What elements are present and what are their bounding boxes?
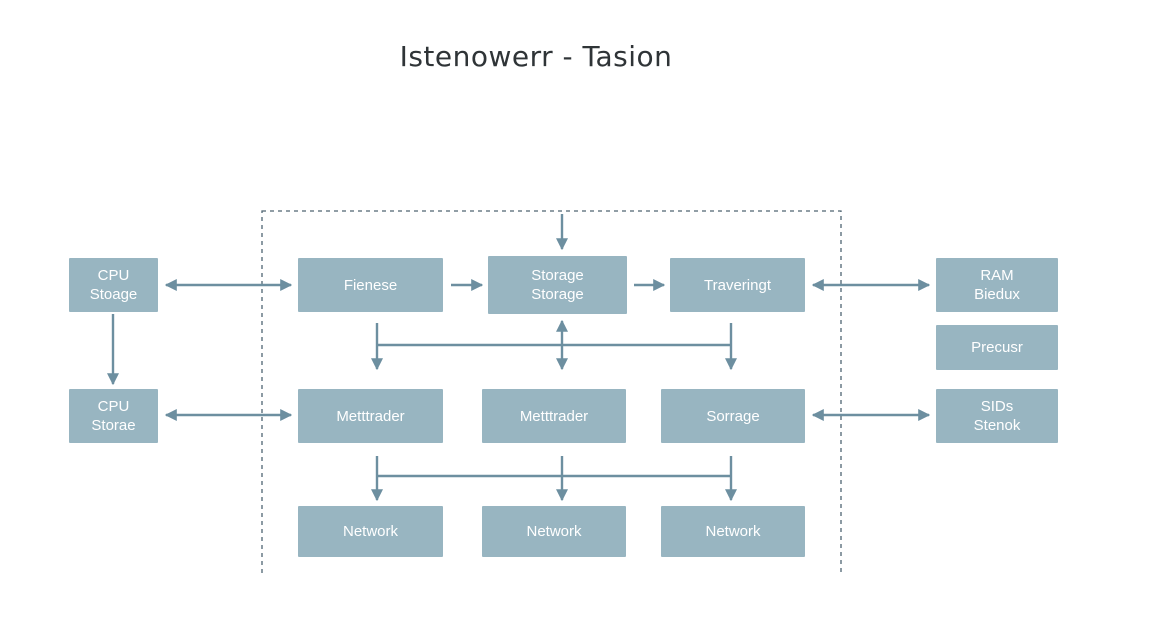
network-center-node[interactable]: Network [482,506,626,557]
boundary-bottom-mask [256,574,848,584]
fienese-node[interactable]: Fienese [298,258,443,312]
node-label: Fienese [343,276,398,294]
node-label: SIDs Stenok [973,398,1021,434]
node-label: Storage Storage [531,267,584,303]
node-label: Traveringt [704,276,771,294]
cpu-storage-top-node[interactable]: CPU Stoage [69,258,158,312]
node-label: RAM Biedux [974,267,1020,303]
storage-storage-node[interactable]: Storage Storage [488,256,627,314]
network-right-node[interactable]: Network [661,506,805,557]
node-label: Sorrage [706,407,760,425]
node-label: Precusr [971,339,1023,356]
network-left-node[interactable]: Network [298,506,443,557]
node-label: CPU Stoage [89,267,138,303]
node-label: Network [526,523,582,540]
mettrader-center-node[interactable]: Metttrader [482,389,626,443]
traveringt-node[interactable]: Traveringt [670,258,805,312]
mettrader-left-node[interactable]: Metttrader [298,389,443,443]
node-label: CPU Storae [91,398,136,434]
sids-stenok-node[interactable]: SIDs Stenok [936,389,1058,443]
precusr-node[interactable]: Precusr [936,325,1058,370]
node-label: Network [342,523,398,540]
node-label: Metttrader [336,407,405,425]
cpu-storage-bottom-node[interactable]: CPU Storae [69,389,158,443]
diagram-title: Istenowerr - Tasion [399,40,673,73]
node-label: Network [705,523,761,540]
ram-biedux-node[interactable]: RAM Biedux [936,258,1058,312]
sorrage-node[interactable]: Sorrage [661,389,805,443]
node-label: Metttrader [519,407,589,425]
